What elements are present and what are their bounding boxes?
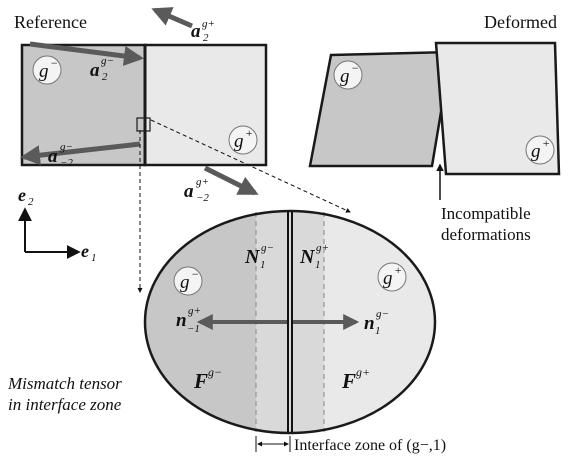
svg-text:g: g: [180, 272, 190, 293]
vector-a-neg2-plus-arrow: [203, 165, 259, 196]
vector-a2-minus-label: a 2 g−: [90, 55, 114, 83]
svg-text:n: n: [364, 313, 375, 334]
svg-text:a: a: [191, 21, 201, 42]
vector-a-neg2-minus-label: a −2 g−: [48, 141, 73, 169]
svg-text:2: 2: [28, 196, 34, 208]
svg-text:g−: g−: [208, 365, 222, 379]
svg-text:1: 1: [91, 252, 97, 264]
F-plus-label: F g+: [341, 365, 370, 393]
incompatible-label-line2: deformations: [441, 225, 531, 244]
svg-text:g−: g−: [60, 141, 73, 153]
reference-label: Reference: [14, 12, 87, 32]
n1-minus-label: n 1 g−: [364, 308, 389, 337]
svg-text:g−: g−: [101, 55, 114, 67]
e2-label: e: [18, 185, 26, 205]
svg-text:−: −: [351, 61, 359, 75]
svg-text:1: 1: [375, 325, 381, 337]
svg-text:−2: −2: [196, 192, 209, 204]
interface-zone-dimension: [255, 436, 291, 452]
svg-text:g: g: [531, 141, 541, 162]
svg-text:N: N: [299, 246, 316, 268]
svg-text:g+: g+: [188, 305, 201, 317]
svg-text:a: a: [184, 181, 194, 202]
svg-text:+: +: [542, 136, 550, 150]
grain-plus-badge-reference: g +: [228, 125, 258, 155]
svg-text:+: +: [245, 126, 253, 140]
svg-text:a: a: [48, 146, 58, 167]
svg-text:2: 2: [203, 32, 209, 44]
mismatch-label-line2: in interface zone: [8, 395, 122, 414]
svg-text:g: g: [383, 268, 393, 289]
svg-text:g+: g+: [196, 176, 209, 188]
svg-text:−2: −2: [60, 157, 73, 169]
svg-text:g+: g+: [202, 18, 215, 30]
svg-text:g−: g−: [376, 308, 389, 320]
grain-plus-badge-zoom: g +: [377, 262, 407, 292]
e1-label: e: [81, 241, 89, 261]
deformed-label: Deformed: [484, 12, 557, 32]
incompatible-label-line1: Incompatible: [441, 204, 531, 223]
vector-a2-minus-arrow: [29, 41, 144, 66]
interface-zone-label: Interface zone of (g−,1): [294, 437, 446, 454]
mismatch-label-line1: Mismatch tensor: [7, 374, 122, 393]
vector-a-neg2-minus-arrow: [20, 141, 141, 166]
svg-text:1: 1: [260, 259, 266, 271]
zoom-ellipse-outline: [143, 209, 437, 435]
N1-minus-label: N 1 g−: [244, 242, 274, 271]
deformed-grain-minus: [308, 50, 453, 168]
zoom-leader-right: [150, 119, 351, 213]
svg-text:a: a: [90, 60, 100, 81]
basis-vectors: e 2 e 1: [18, 185, 97, 264]
svg-text:g: g: [39, 61, 49, 82]
svg-text:2: 2: [102, 71, 108, 83]
grain-minus-badge-deformed: g −: [333, 60, 363, 90]
zoom-box: [136, 117, 151, 132]
svg-text:−: −: [50, 56, 58, 70]
svg-text:F: F: [193, 369, 208, 393]
grain-minus-badge-zoom: g −: [173, 266, 203, 296]
svg-text:−1: −1: [187, 323, 200, 335]
grain-minus-badge-reference: g −: [32, 55, 62, 85]
svg-text:F: F: [341, 369, 356, 393]
svg-text:N: N: [244, 246, 261, 268]
svg-text:g+: g+: [356, 365, 370, 379]
svg-text:+: +: [394, 263, 402, 277]
n-neg1-plus-label: n −1 g+: [176, 305, 201, 335]
deformed-grain-plus: [434, 41, 561, 176]
vector-a2-plus-label: a 2 g+: [191, 18, 215, 44]
svg-text:g+: g+: [316, 242, 329, 254]
svg-text:g: g: [340, 66, 350, 87]
N1-plus-label: N 1 g+: [299, 242, 329, 271]
svg-text:g: g: [234, 131, 244, 152]
svg-text:g−: g−: [261, 242, 274, 254]
svg-text:1: 1: [315, 259, 321, 271]
svg-text:−: −: [191, 267, 199, 281]
svg-text:n: n: [176, 310, 187, 331]
vector-a-neg2-plus-label: a −2 g+: [184, 176, 209, 204]
vector-a2-plus-arrow: [151, 7, 193, 29]
grain-plus-badge-deformed: g +: [525, 135, 555, 165]
F-minus-label: F g−: [193, 365, 222, 393]
